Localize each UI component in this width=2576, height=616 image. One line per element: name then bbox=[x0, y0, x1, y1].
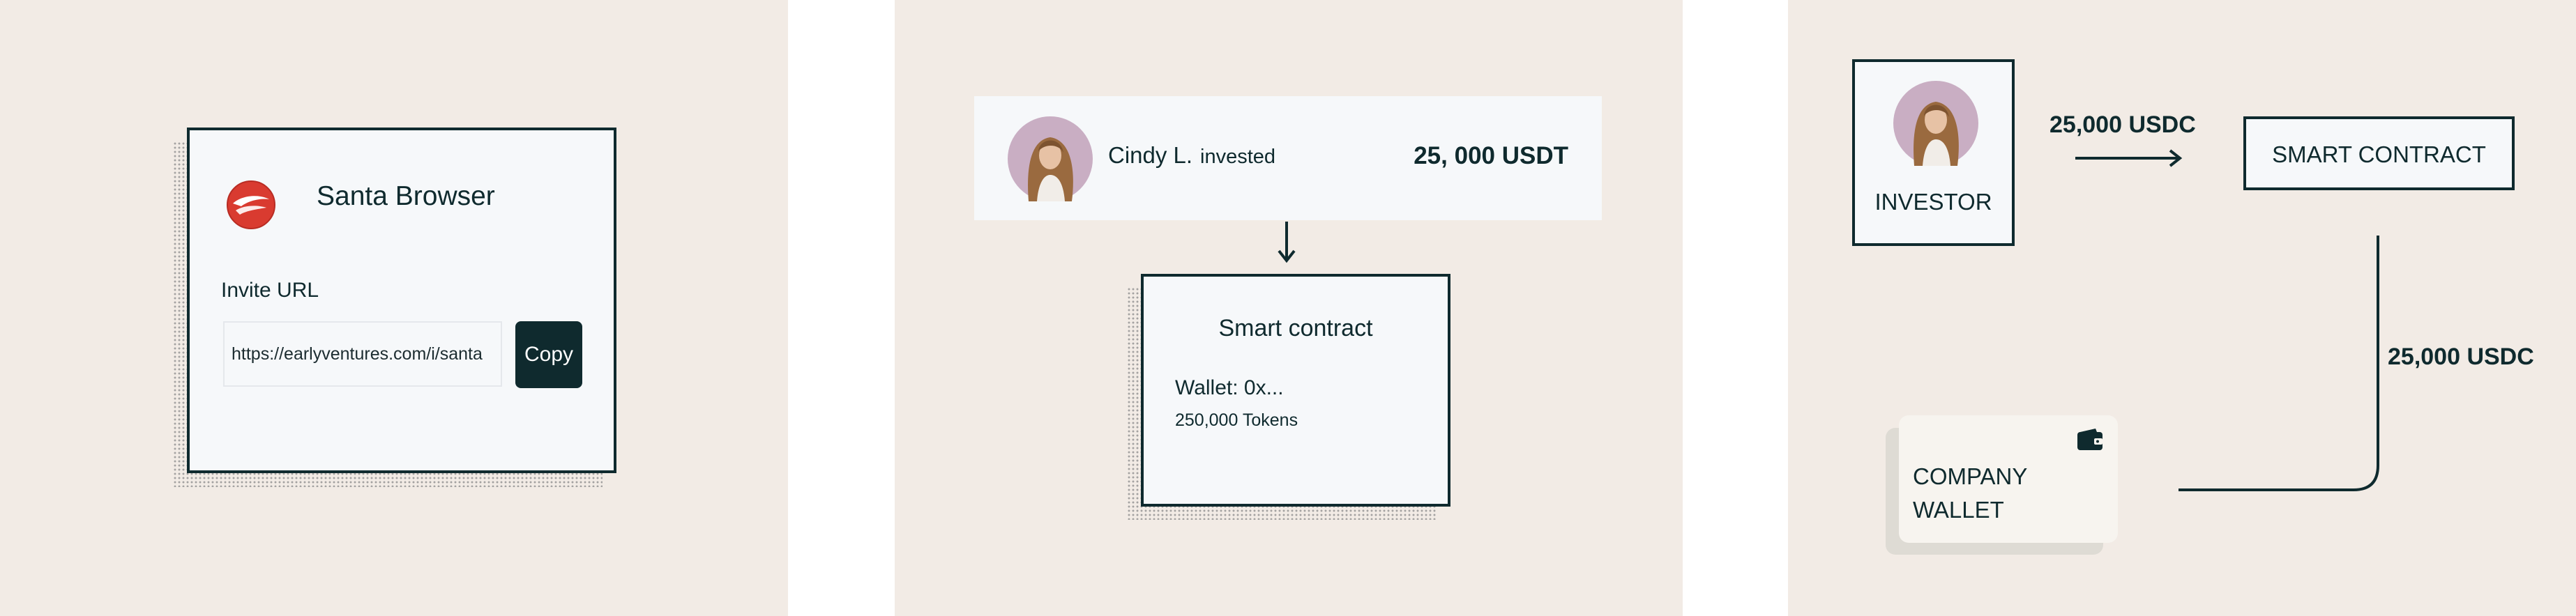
transfer-amount-to-contract: 25,000 USDC bbox=[2050, 111, 2196, 138]
copy-button[interactable]: Copy bbox=[515, 321, 582, 388]
investment-panel: Cindy L. invested 25, 000 USDT Smart con… bbox=[895, 0, 1683, 616]
invite-url-field[interactable]: https://earlyventures.com/i/santa bbox=[223, 321, 502, 387]
santa-browser-logo-icon bbox=[227, 180, 275, 229]
investor-avatar bbox=[1893, 81, 1978, 166]
smart-contract-label: SMART CONTRACT bbox=[2272, 141, 2486, 167]
arrow-down-icon bbox=[1278, 222, 1296, 263]
wallet-icon bbox=[2077, 429, 2103, 450]
investor-avatar bbox=[1008, 116, 1093, 201]
investment-amount: 25, 000 USDT bbox=[1414, 142, 1568, 169]
app-title: Santa Browser bbox=[317, 181, 495, 211]
smart-contract-card: Smart contract Wallet: 0x... 250,000 Tok… bbox=[1141, 274, 1450, 507]
company-wallet-card: COMPANY WALLET bbox=[1899, 415, 2118, 543]
token-count: 250,000 Tokens bbox=[1175, 410, 1298, 430]
smart-contract-title: Smart contract bbox=[1218, 315, 1373, 341]
wallet-label-line-1: COMPANY bbox=[1913, 463, 2028, 489]
arrow-right-icon bbox=[2075, 149, 2183, 167]
wallet-address: Wallet: 0x... bbox=[1175, 376, 1284, 399]
invite-url-label: Invite URL bbox=[221, 279, 319, 302]
investor-label: INVESTOR bbox=[1874, 189, 1992, 215]
flow-panel: INVESTOR 25,000 USDC SMART CONTRACT 25,0… bbox=[1788, 0, 2576, 616]
transfer-amount-to-wallet: 25,000 USDC bbox=[2388, 344, 2534, 370]
invite-panel: Santa Browser Invite URL https://earlyve… bbox=[0, 0, 788, 616]
wallet-label-line-2: WALLET bbox=[1913, 497, 2004, 523]
smart-contract-node: SMART CONTRACT bbox=[2243, 116, 2515, 190]
investment-action: invested bbox=[1200, 146, 1276, 168]
company-wallet-label: COMPANY WALLET bbox=[1913, 460, 2027, 527]
investor-name: Cindy L. bbox=[1108, 142, 1193, 168]
investor-node: INVESTOR bbox=[1852, 59, 2015, 246]
contract-to-wallet-arrow bbox=[2179, 236, 2379, 491]
investment-notification: Cindy L. invested 25, 000 USDT bbox=[974, 96, 1602, 220]
invite-card: Santa Browser Invite URL https://earlyve… bbox=[187, 128, 616, 473]
